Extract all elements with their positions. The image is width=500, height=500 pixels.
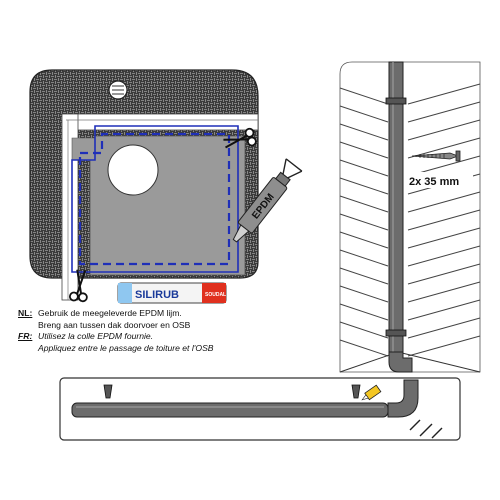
roof-drain-grate-icon bbox=[108, 80, 128, 100]
cartridge-brand: SILIRUB bbox=[135, 289, 179, 301]
fixing-plug-icon bbox=[351, 384, 361, 399]
screw-spec-label: 2x 35 mm bbox=[409, 176, 459, 188]
downpipe-icon bbox=[385, 61, 413, 373]
instruction-nl: NL: Gebruik de meegeleverde EPDM lijm. bbox=[18, 308, 248, 320]
lang-code-nl: NL: bbox=[18, 308, 33, 318]
scissors-icon bbox=[68, 269, 88, 303]
instruction-nl-line-2: Breng aan tussen dak doorvoer en OSB bbox=[38, 319, 191, 330]
bottom-panel bbox=[59, 377, 461, 441]
pipe-hole bbox=[107, 144, 159, 196]
scissors-icon bbox=[223, 127, 257, 149]
instructions-block: NL: Gebruik de meegeleverde EPDM lijm. B… bbox=[18, 308, 248, 354]
glue-bottle-icon bbox=[361, 384, 382, 401]
screw-icon bbox=[411, 150, 461, 162]
roof-panel bbox=[29, 69, 259, 301]
dashed-cut-line bbox=[78, 132, 231, 266]
wall-panel bbox=[339, 61, 481, 373]
cartridge-maker: SOUDAL bbox=[205, 292, 226, 298]
instruction-fr: FR: Utilisez la colle EPDM fournie. bbox=[18, 331, 248, 343]
instruction-fr-line-2: Appliquez entre le passage de toiture et… bbox=[38, 342, 214, 353]
instruction-nl-line-1: Gebruik de meegeleverde EPDM lijm. bbox=[38, 308, 182, 318]
cartridge-icon: SILIRUB SOUDAL bbox=[117, 282, 227, 304]
lang-code-fr: FR: bbox=[18, 331, 33, 342]
drain-outlet-icon bbox=[387, 379, 419, 418]
instruction-fr-line-1: Utilisez la colle EPDM fournie. bbox=[38, 331, 154, 342]
fixing-plug-icon bbox=[103, 384, 113, 399]
